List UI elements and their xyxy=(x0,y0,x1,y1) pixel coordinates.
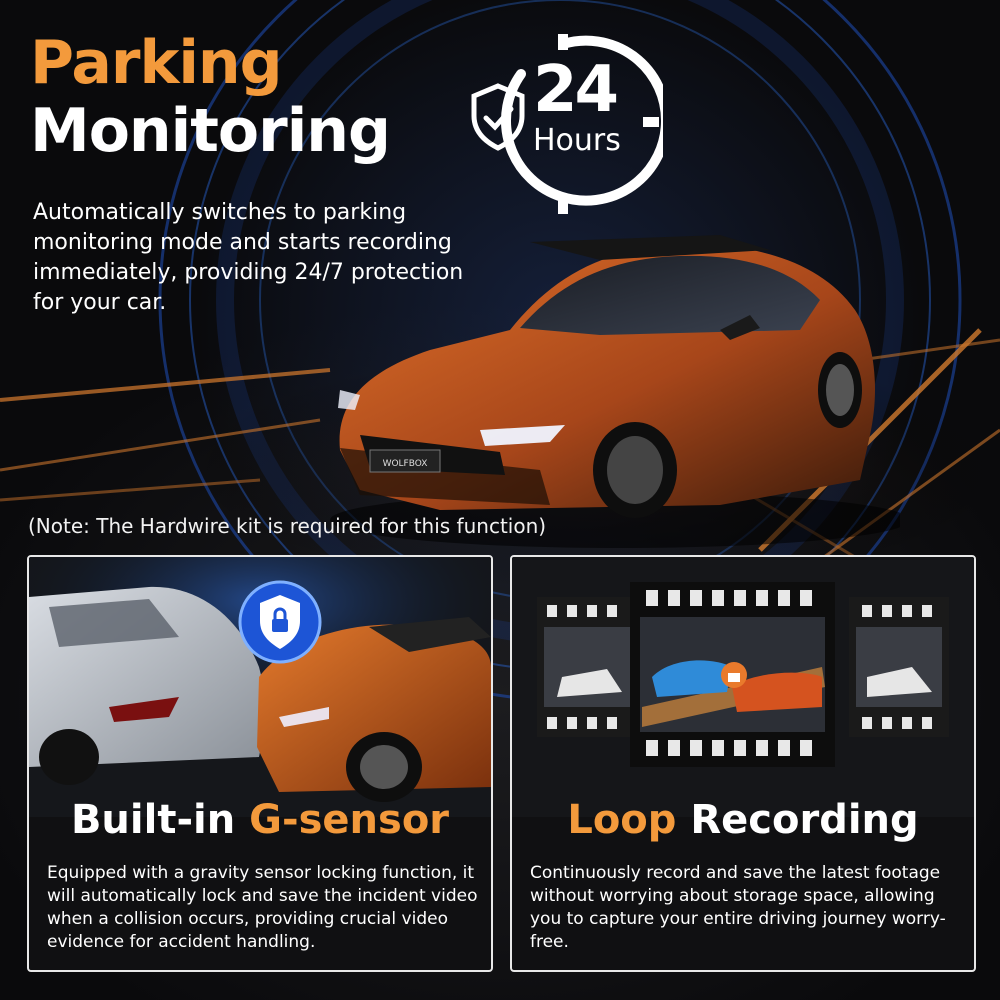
badge-unit: Hours xyxy=(533,123,621,158)
lock-shield-icon xyxy=(238,580,322,664)
hero-title: Parking Monitoring xyxy=(30,28,391,166)
hero-title-line1: Parking xyxy=(30,28,283,98)
hero-description: Automatically switches to parking monito… xyxy=(33,200,464,315)
loop-title: Loop Recording xyxy=(512,797,974,843)
gsensor-title-highlight: G-sensor xyxy=(249,797,450,843)
shield-check-icon xyxy=(471,83,525,151)
feature-panel-loop: Loop Recording Continuously record and s… xyxy=(510,555,976,972)
badge-number: 24 xyxy=(533,53,619,127)
film-perforations xyxy=(547,590,932,756)
film-strip-illustration xyxy=(512,557,974,817)
loop-title-highlight: Loop xyxy=(567,797,677,843)
hardwire-note: (Note: The Hardwire kit is required for … xyxy=(28,514,547,538)
loop-description: Continuously record and save the latest … xyxy=(530,863,946,952)
car-illustration: WOLFBOX xyxy=(330,235,900,548)
loop-title-plain: Recording xyxy=(690,797,919,843)
hero-title-line2: Monitoring xyxy=(30,96,391,166)
feature-panel-gsensor: Built-in G-sensor Equipped with a gravit… xyxy=(27,555,493,972)
license-plate-text: WOLFBOX xyxy=(383,459,428,469)
gsensor-description: Equipped with a gravity sensor locking f… xyxy=(47,863,478,952)
gsensor-title-plain: Built-in xyxy=(70,797,236,843)
gsensor-title: Built-in G-sensor xyxy=(29,797,491,843)
